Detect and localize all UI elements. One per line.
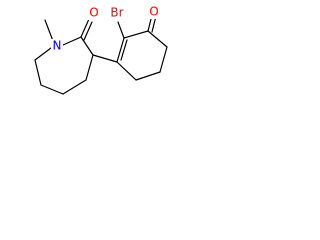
bond-c2prime-c3prime — [123, 30, 149, 39]
bond-c4-c5 — [62, 79, 87, 95]
bond-n-c2 — [62, 36, 82, 46]
nitrogen-label: N — [53, 39, 62, 53]
bond-c7-n — [34, 47, 52, 61]
bond-c6prime-c1prime — [116, 61, 137, 81]
bond-c3prime-c4prime — [147, 30, 168, 48]
bond-c5prime-c6prime — [135, 71, 161, 81]
bond-c1prime-c2prime-a — [116, 37, 125, 63]
molecule-drawing: N O Br O — [34, 5, 168, 95]
bond-c3-c1prime — [92, 54, 118, 63]
bond-c5-c6 — [40, 84, 64, 95]
bromine-label: Br — [110, 6, 123, 20]
structure-canvas: N O Br O — [0, 0, 193, 128]
bond-c2-c3 — [80, 36, 94, 56]
bond-c2-o-b — [83, 21, 93, 41]
bond-c4prime-c5prime — [159, 46, 168, 73]
atom-labels: N O Br O — [51, 5, 160, 53]
ketone-oxygen-label: O — [149, 5, 158, 19]
lactam-oxygen-label: O — [89, 6, 98, 20]
bond-c2prime-br — [117, 21, 125, 39]
bond-c2-o-a — [80, 18, 90, 38]
bond-c6-c7 — [34, 59, 42, 86]
bond-n-cmethyl — [44, 19, 54, 42]
bonds — [34, 14, 168, 95]
bond-c1prime-c2prime-b — [120, 39, 128, 61]
bond-c3-c4 — [85, 54, 94, 81]
